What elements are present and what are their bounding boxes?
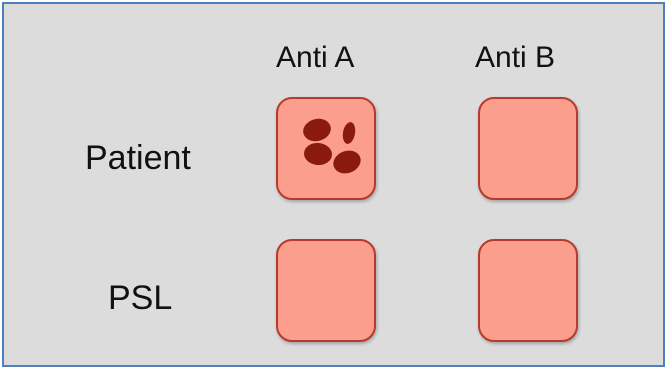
red-cell (304, 142, 332, 166)
red-cell (342, 122, 356, 144)
red-cell (333, 150, 361, 174)
row-label-patient: Patient (85, 139, 191, 177)
well-psl-anti-b (478, 239, 578, 342)
row-label-psl: PSL (108, 279, 173, 317)
red-cell (303, 118, 331, 142)
column-label-anti-a: Anti A (276, 41, 355, 74)
column-label-anti-b: Anti B (475, 41, 556, 74)
well-psl-anti-a (276, 239, 376, 342)
agglutinated-red-cells (303, 118, 361, 174)
well-patient-anti-a (276, 97, 376, 200)
well-patient-anti-b (478, 97, 578, 200)
diagram-panel: Anti A Anti B Patient PSL (2, 2, 665, 367)
